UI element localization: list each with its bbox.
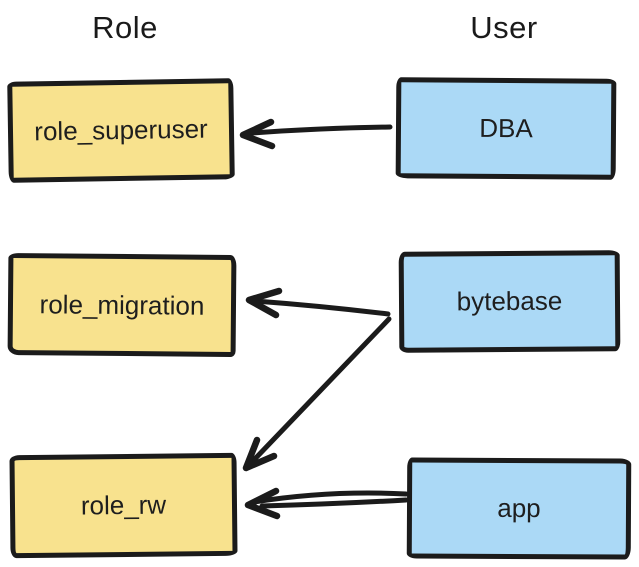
node-role-superuser-label: role_superuser — [34, 113, 208, 147]
arrow-bytebase-to-role-migration — [245, 287, 391, 319]
node-role-superuser: role_superuser — [7, 78, 235, 183]
node-user-dba: DBA — [395, 77, 617, 180]
node-user-app-label: app — [497, 492, 541, 524]
node-user-dba-label: DBA — [479, 112, 533, 144]
node-user-app: app — [406, 457, 632, 560]
node-role-migration: role_migration — [7, 253, 237, 357]
node-user-bytebase: bytebase — [398, 250, 621, 353]
node-role-migration-label: role_migration — [39, 288, 205, 321]
column-heading-role: Role — [92, 10, 158, 45]
arrow-app-to-role-rw — [244, 487, 409, 520]
column-heading-user: User — [470, 10, 538, 45]
arrow-bytebase-to-role-rw — [242, 316, 392, 472]
node-role-rw-label: role_rw — [80, 489, 167, 521]
node-user-bytebase-label: bytebase — [456, 285, 563, 317]
node-role-rw: role_rw — [9, 452, 238, 559]
arrow-dba-to-role-superuser — [239, 118, 393, 150]
